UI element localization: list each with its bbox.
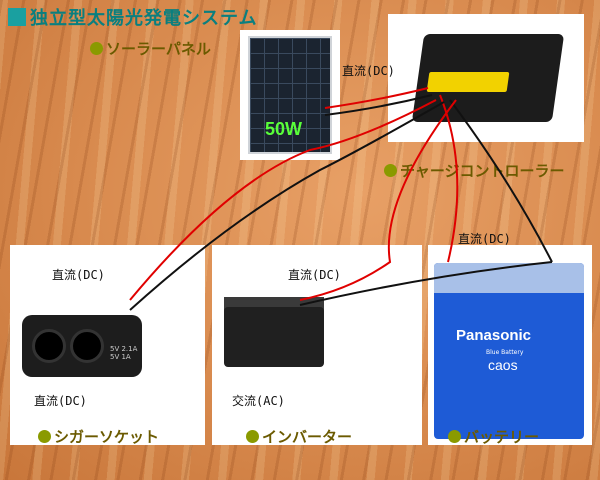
inverter-device (224, 307, 324, 367)
controller-terminals (426, 72, 510, 92)
battery-subtitle: Blue Battery (486, 349, 524, 356)
bullet-icon (38, 430, 51, 443)
cigar-socket-panel: 5V 2.1A 5V 1A (10, 245, 205, 445)
socket-hole (70, 329, 104, 363)
cigar-socket-label: シガーソケット (38, 426, 159, 447)
label-ac-inverter-out: 交流(AC) (232, 394, 285, 408)
bullet-icon (90, 42, 103, 55)
label-dc-cigar: 直流(DC) (52, 268, 105, 282)
inverter-label: インバーター (246, 426, 352, 447)
charge-controller-image (388, 14, 584, 142)
label-dc-panel: 直流(DC) (342, 64, 395, 78)
bullet-icon (246, 430, 259, 443)
battery-label: バッテリー (448, 426, 539, 447)
diagram-title: 独立型太陽光発電システム (30, 8, 258, 29)
bullet-icon (384, 164, 397, 177)
title-marker (8, 8, 26, 26)
panel-rating: 50W (265, 119, 303, 139)
label-dc-battery: 直流(DC) (458, 232, 511, 246)
charge-controller-label: チャージコントローラー (384, 160, 565, 181)
battery-top (434, 263, 584, 293)
battery-brand: Panasonic (456, 327, 532, 344)
battery-panel: Panasonic Blue Battery caos (428, 245, 592, 445)
cigar-socket-device: 5V 2.1A 5V 1A (22, 315, 142, 377)
battery-model: caos (488, 357, 518, 373)
usb-rating: 5V 2.1A 5V 1A (110, 345, 138, 361)
socket-hole (32, 329, 66, 363)
solar-panel-label: ソーラーパネル (90, 38, 211, 59)
label-dc-inverter: 直流(DC) (288, 268, 341, 282)
label-dc-cigar-out: 直流(DC) (34, 394, 87, 408)
bullet-icon (448, 430, 461, 443)
solar-panel-image: 50W (240, 30, 340, 160)
